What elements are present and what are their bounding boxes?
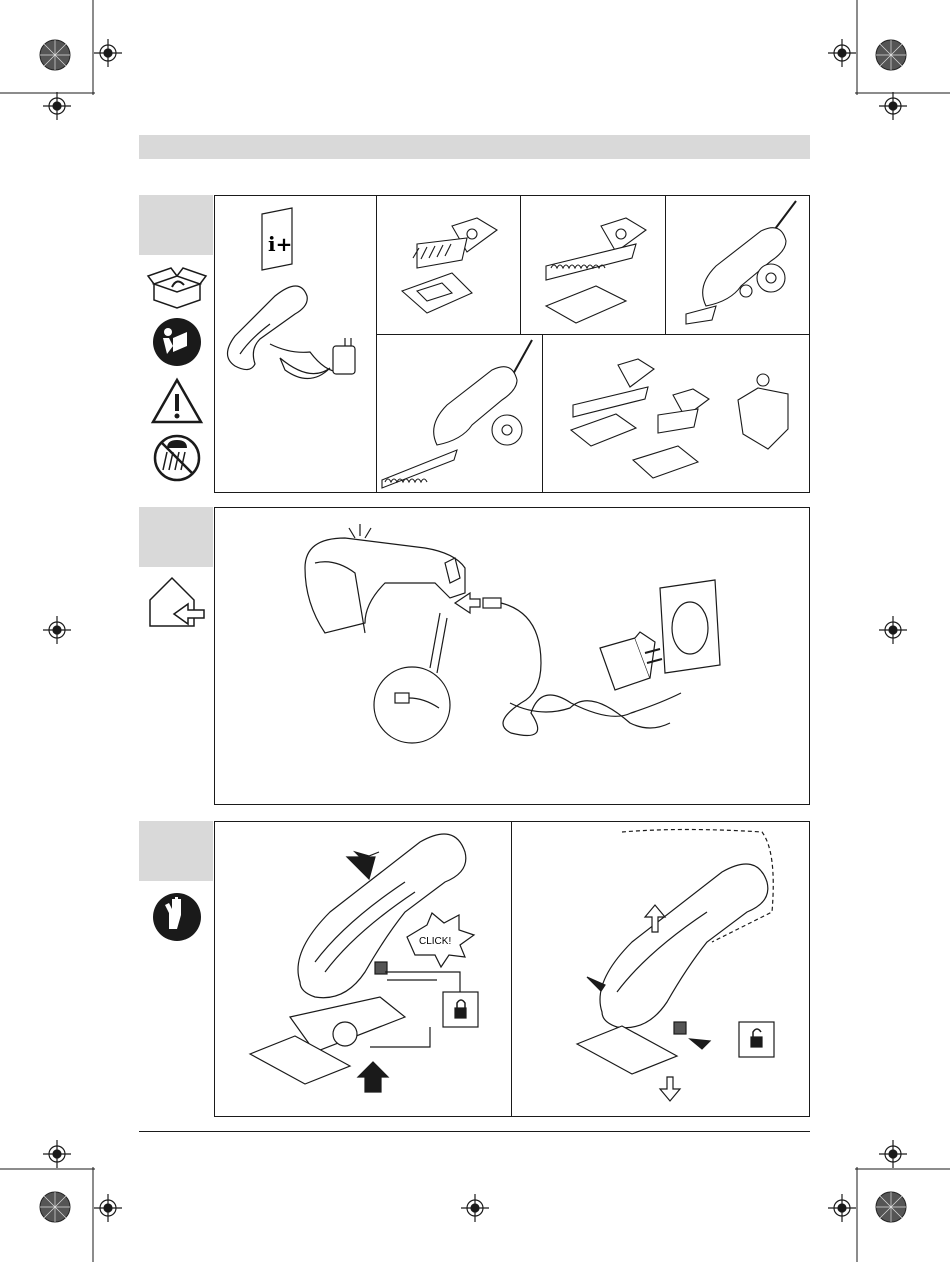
footer-rule — [139, 1131, 810, 1132]
remove-blade-illustration — [512, 822, 809, 1116]
charger-and-tool-panel: i+ — [215, 196, 375, 492]
no-rain-icon — [155, 436, 199, 480]
warning-icon — [153, 380, 201, 422]
unpack-box-icon — [148, 268, 206, 308]
read-manual-icon — [153, 318, 201, 366]
indoor-charging-icon — [144, 574, 210, 632]
section2-tab — [139, 507, 213, 567]
attach-blade-illustration: CLICK! — [215, 822, 510, 1116]
header-bar — [139, 135, 810, 159]
tool-with-wheels-panel — [666, 196, 809, 334]
shrub-blade-panel — [521, 196, 664, 334]
click-text: CLICK! — [419, 936, 451, 947]
grass-blade-panel — [377, 196, 520, 334]
charging-illustration — [215, 508, 809, 804]
section1-tab — [139, 195, 213, 255]
manual-icon-text: i+ — [268, 232, 292, 256]
accessory-set-panel — [543, 335, 809, 492]
shrub-tool-with-wheels-panel — [377, 335, 542, 492]
section1-icons — [144, 262, 210, 487]
section3-tab — [139, 821, 213, 881]
manual-booklet-icon: i+ — [262, 208, 292, 270]
gloves-icon — [151, 891, 203, 943]
